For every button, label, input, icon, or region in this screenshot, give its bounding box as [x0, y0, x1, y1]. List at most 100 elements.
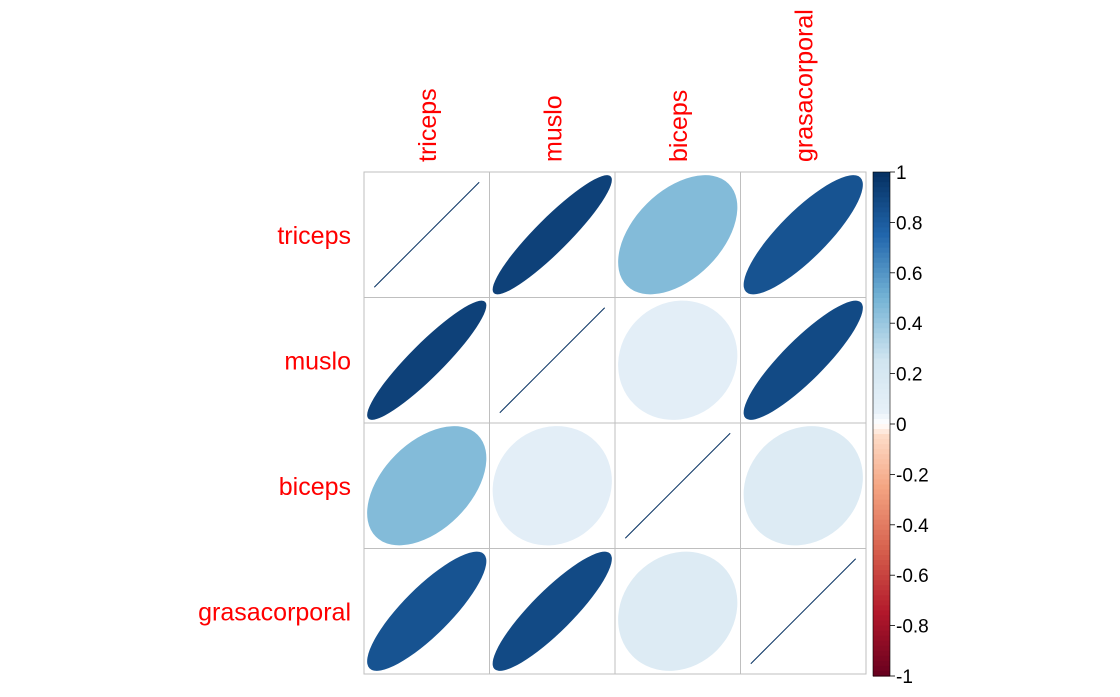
- colorbar-segment: [873, 328, 890, 334]
- colorbar-segment: [873, 620, 890, 627]
- col-label-muslo: muslo: [539, 95, 567, 162]
- colorbar-segment: [873, 550, 890, 556]
- row-label-triceps: triceps: [277, 222, 351, 250]
- colorbar-segment: [873, 640, 890, 647]
- colorbar-segment: [873, 202, 890, 208]
- colorbar-segment: [873, 378, 890, 385]
- colorbar-tick-label: 0.2: [896, 365, 922, 386]
- colorbar-segment: [873, 474, 890, 481]
- colorbar-segment: [873, 252, 890, 259]
- col-label-triceps: triceps: [414, 88, 442, 162]
- ellipse-biceps-biceps: [624, 432, 731, 539]
- colorbar-segment: [873, 575, 890, 581]
- colorbar-segment: [873, 277, 890, 284]
- ellipse-biceps-triceps: [367, 426, 487, 546]
- colorbar-segment: [873, 439, 890, 445]
- colorbar-segment: [873, 353, 890, 360]
- colorbar-segment: [873, 408, 890, 415]
- col-label-grasacorporal: grasacorporal: [790, 9, 818, 162]
- colorbar-segment: [873, 172, 890, 178]
- colorbar-segment: [873, 519, 890, 526]
- colorbar-segment: [873, 595, 890, 601]
- colorbar-segment: [873, 393, 890, 400]
- ellipse-triceps-triceps: [373, 181, 480, 288]
- colorbar-segment: [873, 242, 890, 249]
- colorbar-segment: [873, 534, 890, 541]
- colorbar-tick-label: 0: [896, 415, 907, 436]
- colorbar-tick-label: -0.8: [896, 617, 929, 638]
- colorbar-segment: [873, 514, 890, 521]
- colorbar-segment: [873, 237, 890, 244]
- colorbar-segment: [873, 227, 890, 234]
- ellipse-biceps-grasacorporal: [743, 426, 863, 546]
- ellipse-triceps-grasacorporal: [743, 175, 863, 295]
- colorbar-segment: [873, 182, 890, 188]
- colorbar-segment: [873, 444, 890, 450]
- colorbar-segment: [873, 197, 890, 203]
- colorbar-segment: [873, 212, 890, 218]
- colorbar-segment: [873, 509, 890, 516]
- ellipse-muslo-muslo: [499, 307, 606, 414]
- colorbar-segment: [873, 257, 890, 264]
- colorbar-segment: [873, 544, 890, 551]
- colorbar-segment: [873, 368, 890, 375]
- colorbar-segment: [873, 287, 890, 294]
- colorbar-segment: [873, 499, 890, 506]
- colorbar-segment: [873, 570, 890, 576]
- colorbar-segment: [873, 338, 890, 344]
- ellipse-muslo-grasacorporal: [743, 300, 863, 420]
- colorbar-segment: [873, 665, 890, 672]
- row-label-grasacorporal: grasacorporal: [198, 598, 351, 626]
- colorbar-segment: [873, 177, 890, 183]
- colorbar-tick-label: -0.2: [896, 465, 929, 486]
- colorbar-segment: [873, 222, 890, 229]
- row-label-muslo: muslo: [284, 347, 351, 375]
- colorbar-segment: [873, 398, 890, 405]
- ellipse-grasacorporal-biceps: [618, 551, 738, 671]
- colorbar-tick-label: -1: [896, 667, 913, 688]
- colorbar-tick-label: 0.4: [896, 314, 923, 335]
- colorbar-segment: [873, 363, 890, 370]
- colorbar-segment: [873, 580, 890, 586]
- colorbar-segment: [873, 418, 890, 425]
- colorbar-segment: [873, 318, 890, 324]
- colorbar-segment: [873, 272, 890, 279]
- row-label-biceps: biceps: [279, 473, 351, 501]
- colorbar-segment: [873, 469, 890, 475]
- colorbar-segment: [873, 494, 890, 501]
- colorbar-segment: [873, 403, 890, 410]
- colorbar-segment: [873, 207, 890, 213]
- colorbar-segment: [873, 615, 890, 622]
- colorbar-segment: [873, 343, 890, 349]
- colorbar-segment: [873, 247, 890, 254]
- colorbar-segment: [873, 292, 890, 299]
- ellipse-triceps-muslo: [492, 175, 612, 295]
- colorbar-segment: [873, 660, 890, 667]
- colorbar-segment: [873, 192, 890, 198]
- colorbar-segment: [873, 650, 890, 657]
- colorbar-segment: [873, 670, 890, 677]
- ellipse-muslo-biceps: [618, 300, 738, 420]
- colorbar-segment: [873, 560, 890, 566]
- ellipse-biceps-muslo: [492, 426, 612, 546]
- col-label-biceps: biceps: [665, 90, 693, 162]
- colorbar-tick-label: 0.8: [896, 213, 922, 234]
- colorbar-tick-label: 1: [896, 163, 907, 184]
- colorbar-segment: [873, 267, 890, 274]
- colorbar-segment: [873, 590, 890, 596]
- colorbar-segment: [873, 298, 890, 304]
- colorbar-segment: [873, 323, 890, 329]
- colorbar-segment: [873, 524, 890, 531]
- colorbar-segment: [873, 424, 890, 430]
- colorbar-segment: [873, 655, 890, 662]
- colorbar-segment: [873, 555, 890, 561]
- colorbar-segment: [873, 484, 890, 491]
- colorbar-segment: [873, 348, 890, 355]
- colorbar-segment: [873, 625, 890, 632]
- ellipse-grasacorporal-grasacorporal: [750, 558, 857, 665]
- colorbar-segment: [873, 600, 890, 607]
- ellipse-grasacorporal-triceps: [367, 551, 487, 671]
- colorbar-segment: [873, 333, 890, 339]
